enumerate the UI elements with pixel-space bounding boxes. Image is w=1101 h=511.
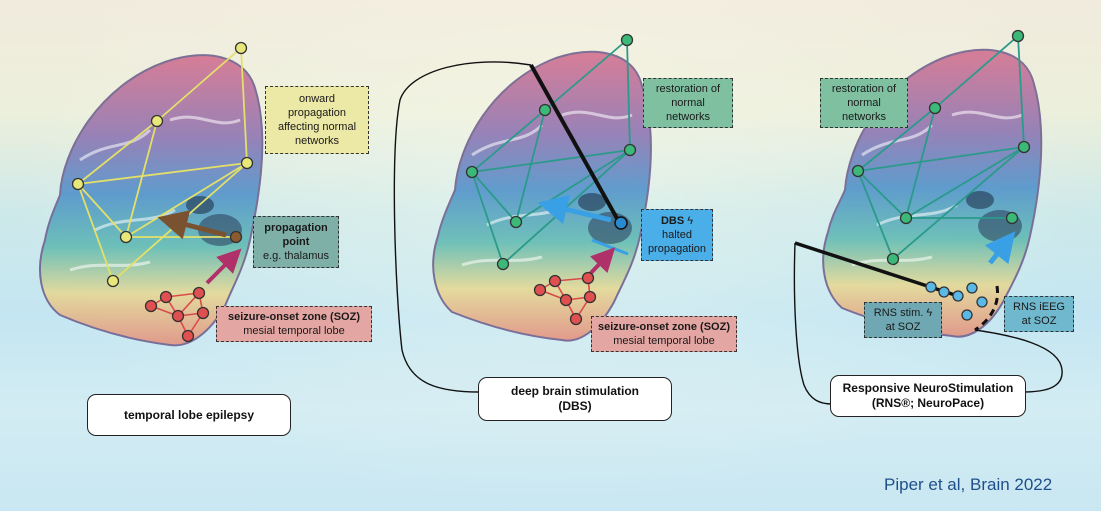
soz-location-tle: mesial temporal lobe — [243, 325, 345, 337]
restoration-line-3: networks — [665, 111, 711, 123]
network-node — [119, 230, 133, 244]
network-node — [620, 33, 634, 47]
rns-ieeg-line-1: RNS iEEG — [1013, 301, 1065, 313]
soz-location-dbs: mesial temporal lobe — [613, 335, 715, 347]
brain-slice-dbs — [432, 50, 652, 342]
network-node — [465, 165, 479, 179]
network-node — [623, 143, 637, 157]
soz-node — [581, 271, 595, 285]
propagation-example: e.g. thalamus — [262, 250, 330, 262]
soz-node — [181, 329, 195, 343]
network-node — [234, 41, 248, 55]
dbs-target-node — [614, 216, 628, 230]
soz-box-tle: seizure-onset zone (SOZ) mesial temporal… — [216, 306, 372, 342]
lightning-bolt-icon: ϟ — [926, 307, 933, 319]
propagation-arrows-tle — [157, 210, 242, 285]
rns-stim-line-1: RNS stim. — [873, 307, 924, 319]
propagation-title-line-2: point — [282, 236, 310, 248]
restoration-line-2: normal — [671, 97, 705, 109]
soz-node — [144, 299, 158, 313]
network-node — [106, 274, 120, 288]
network-node — [886, 252, 900, 266]
dbs-halted-box: DBS ϟ halted propagation — [641, 209, 713, 261]
dbs-label-line-1: deep brain stimulation — [510, 384, 639, 398]
dbs-label-line-2: (DBS) — [558, 399, 592, 413]
soz-node — [548, 274, 562, 288]
network-node — [928, 101, 942, 115]
dbs-label: deep brain stimulation (DBS) — [478, 377, 672, 421]
onward-line-4: networks — [294, 135, 340, 147]
rns-electrode-node — [952, 290, 964, 302]
dbs-lead — [393, 61, 628, 393]
network-node — [240, 156, 254, 170]
soz-title-dbs: seizure-onset zone (SOZ) — [597, 321, 731, 333]
onward-line-3: affecting normal — [277, 121, 357, 133]
network-node — [1005, 211, 1019, 225]
restoration-box-dbs: restoration of normal networks — [643, 78, 733, 128]
dbs-halted-title-row: DBS ϟ — [661, 214, 693, 228]
soz-box-dbs: seizure-onset zone (SOZ) mesial temporal… — [591, 316, 737, 352]
restoration-box-rns: restoration of normal networks — [820, 78, 908, 128]
network-node — [538, 103, 552, 117]
network-nodes-rns — [851, 29, 1031, 321]
network-nodes-tle — [71, 41, 254, 343]
rns-label: Responsive NeuroStimulation (RNS®; Neuro… — [830, 375, 1026, 417]
network-nodes-dbs — [465, 33, 637, 326]
rns-ieeg-line-2: at SOZ — [1021, 315, 1057, 327]
restoration-line-3: networks — [841, 111, 887, 123]
rns-label-line-1: Responsive NeuroStimulation — [842, 381, 1014, 395]
tle-label-text: temporal lobe epilepsy — [123, 407, 255, 422]
network-node — [71, 177, 85, 191]
citation-text: Piper et al, Brain 2022 — [884, 475, 1053, 494]
propagation-node — [229, 230, 243, 244]
network-node — [899, 211, 913, 225]
soz-title-tle: seizure-onset zone (SOZ) — [227, 311, 361, 323]
onward-line-2: propagation — [287, 107, 347, 119]
rns-electrode-node — [976, 296, 988, 308]
soz-node — [171, 309, 185, 323]
halt-arrows-dbs — [537, 194, 629, 278]
onward-line-1: onward — [298, 93, 336, 105]
network-node — [150, 114, 164, 128]
network-node — [1011, 29, 1025, 43]
soz-node — [196, 306, 210, 320]
network-node — [509, 215, 523, 229]
rns-electrode-node — [966, 282, 978, 294]
network-edges-dbs — [471, 39, 631, 265]
soz-node — [583, 290, 597, 304]
rns-ieeg-box: RNS iEEG at SOZ — [1004, 296, 1074, 332]
rns-electrode-node — [925, 281, 937, 293]
rns-stim-box: RNS stim. ϟ at SOZ — [864, 302, 942, 338]
network-edges-rns — [857, 35, 1025, 260]
rns-arrows — [984, 231, 1016, 265]
rns-stim-title-row: RNS stim. ϟ — [874, 306, 932, 320]
soz-node — [533, 283, 547, 297]
soz-node — [192, 286, 206, 300]
tle-label: temporal lobe epilepsy — [87, 394, 291, 436]
network-node — [496, 257, 510, 271]
soz-node — [159, 290, 173, 304]
lightning-bolt-icon: ϟ — [687, 215, 694, 227]
propagation-title-line-1: propagation — [264, 222, 328, 234]
dbs-halted-line-1: halted — [662, 229, 692, 241]
propagation-point-box: propagation point e.g. thalamus — [253, 216, 339, 268]
restoration-line-1: restoration of — [655, 83, 721, 95]
restoration-line-2: normal — [847, 97, 881, 109]
rns-electrode-node — [938, 286, 950, 298]
soz-node — [569, 312, 583, 326]
onward-propagation-box: onward propagation affecting normal netw… — [265, 86, 369, 154]
network-node — [1017, 140, 1031, 154]
brain-slice-tle — [39, 54, 264, 347]
dbs-halted-line-2: propagation — [647, 243, 707, 255]
rns-electrode-node — [961, 309, 973, 321]
restoration-line-1: restoration of — [831, 83, 897, 95]
soz-node — [559, 293, 573, 307]
rns-label-line-2: (RNS®; NeuroPace) — [871, 396, 985, 410]
rns-stim-line-2: at SOZ — [885, 321, 921, 333]
dbs-halted-title: DBS — [660, 215, 685, 227]
network-node — [851, 164, 865, 178]
